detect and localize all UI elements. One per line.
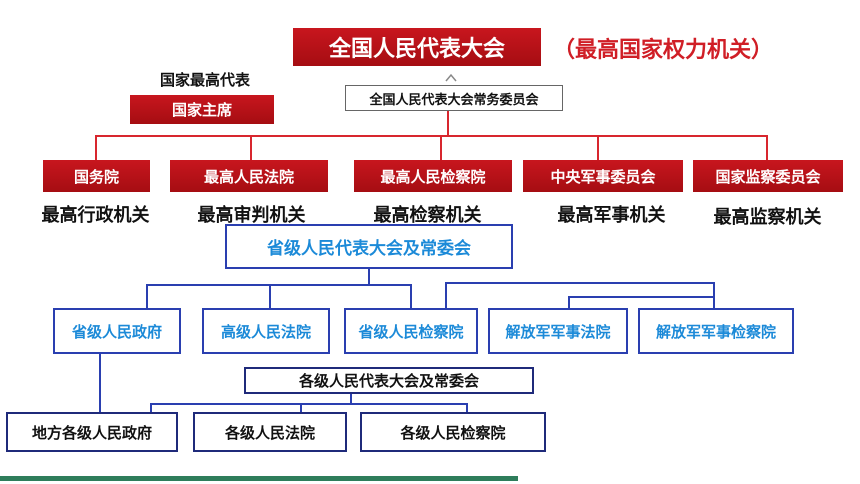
provincial-congress-label: 省级人民代表大会及常委会 <box>267 239 471 259</box>
local-government-box: 地方各级人民政府 <box>6 412 178 452</box>
npc-box: 全国人民代表大会 <box>293 28 541 66</box>
connector <box>350 394 352 404</box>
connector <box>410 284 412 308</box>
connector <box>766 135 768 162</box>
supreme-procuratorate-box: 最高人民检察院 <box>354 160 512 192</box>
provincial-government-box: 省级人民政府 <box>53 308 181 354</box>
npc-label: 全国人民代表大会 <box>328 37 505 62</box>
connector <box>250 135 252 162</box>
organ-label: 省级人民政府 <box>71 322 162 341</box>
organ-label: 解放军军事法院 <box>505 322 611 341</box>
president-label: 国家主席 <box>171 101 232 119</box>
footer-bar <box>0 476 518 481</box>
provincial-procuratorate-box: 省级人民检察院 <box>344 308 478 354</box>
connector <box>146 284 148 308</box>
military-procuratorate-box: 解放军军事检察院 <box>638 308 794 354</box>
president-box: 国家主席 <box>130 95 274 124</box>
organ-role: 最高行政机关 <box>41 205 150 226</box>
connector <box>447 111 449 135</box>
head-caption: 国家最高代表 <box>160 71 251 89</box>
organ-label: 国务院 <box>73 167 119 186</box>
local-congress-label: 各级人民代表大会及常委会 <box>298 372 479 390</box>
connector <box>597 135 599 162</box>
connector <box>150 403 468 405</box>
connector <box>95 135 768 137</box>
connector <box>150 403 152 413</box>
standing-committee-box: 全国人民代表大会常务委员会 <box>345 85 563 111</box>
organ-label: 最高人民检察院 <box>380 167 486 186</box>
connector <box>440 135 442 162</box>
connector <box>146 284 412 286</box>
supervisory-commission-box: 国家监察委员会 <box>693 160 843 192</box>
standing-committee-label: 全国人民代表大会常务委员会 <box>369 92 539 108</box>
provincial-congress-box: 省级人民代表大会及常委会 <box>225 224 513 269</box>
connector <box>368 269 370 285</box>
high-court-box: 高级人民法院 <box>202 308 330 354</box>
connector <box>568 296 570 308</box>
connector <box>269 284 271 308</box>
connector <box>99 354 101 412</box>
military-court-box: 解放军军事法院 <box>488 308 628 354</box>
organ-label: 地方各级人民政府 <box>31 423 152 442</box>
organ-label: 省级人民检察院 <box>358 322 464 341</box>
npc-note: （最高国家权力机关） <box>553 38 774 63</box>
connector <box>445 282 447 308</box>
connector <box>713 282 715 308</box>
organ-label: 高级人民法院 <box>220 322 311 341</box>
connector <box>568 296 714 298</box>
organ-role: 最高监察机关 <box>713 207 822 228</box>
organ-role: 最高审判机关 <box>197 205 306 226</box>
organ-role: 最高军事机关 <box>557 205 666 226</box>
organ-label: 国家监察委员会 <box>715 167 821 186</box>
organ-label: 各级人民检察院 <box>400 423 506 442</box>
organ-role: 最高检察机关 <box>373 205 482 226</box>
supreme-court-box: 最高人民法院 <box>170 160 328 192</box>
connector <box>95 135 97 162</box>
organ-label: 各级人民法院 <box>224 423 315 442</box>
connector <box>300 403 302 413</box>
state-council-box: 国务院 <box>43 160 150 192</box>
connector <box>445 282 715 284</box>
local-court-box: 各级人民法院 <box>193 412 347 452</box>
local-procuratorate-box: 各级人民检察院 <box>360 412 546 452</box>
organ-label: 中央军事委员会 <box>550 167 656 186</box>
military-commission-box: 中央军事委员会 <box>523 160 683 192</box>
arrow-up-icon <box>444 71 458 85</box>
organ-label: 解放军军事检察院 <box>655 322 776 341</box>
connector <box>466 403 468 413</box>
organ-label: 最高人民法院 <box>203 167 294 186</box>
local-congress-box: 各级人民代表大会及常委会 <box>244 367 534 394</box>
